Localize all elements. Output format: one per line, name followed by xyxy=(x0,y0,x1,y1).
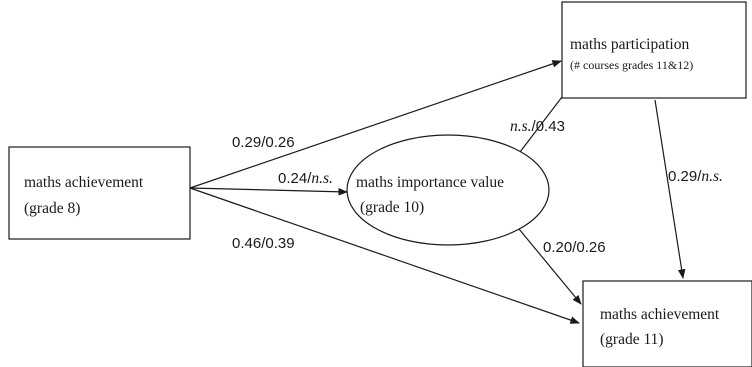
edge-label-importance-to-ach11: 0.20/0.26 xyxy=(543,239,606,256)
node-label-participation: maths participation xyxy=(570,36,689,53)
edge-label-ach8-to-ach11: 0.46/0.39 xyxy=(232,235,295,252)
node-box-achievement-grade8 xyxy=(8,146,191,240)
edge-label-importance-to-participation: n.s./0.43 xyxy=(510,118,565,135)
arrow-participation-to-ach11 xyxy=(654,99,686,279)
node-box-achievement-grade11 xyxy=(582,280,752,367)
node-box-participation xyxy=(561,1,747,99)
arrow-ach8-to-ach11 xyxy=(189,187,580,324)
edge-label-participation-to-ach11: 0.29/n.s. xyxy=(668,168,723,185)
node-sublabel-importance-grade10: (grade 10) xyxy=(360,199,424,216)
arrow-ach8-to-importance xyxy=(189,187,348,196)
arrow-ach8-to-participation xyxy=(189,60,562,189)
node-sublabel-achievement-grade11: (grade 11) xyxy=(600,331,664,348)
node-ellipse-importance-grade10 xyxy=(346,134,550,246)
node-label-achievement-grade8: maths achievement xyxy=(24,174,144,191)
node-label-importance-grade10: maths importance value xyxy=(356,174,504,191)
edge-label-ach8-to-participation: 0.29/0.26 xyxy=(232,134,295,151)
edge-label-ach8-to-importance: 0.24/n.s. xyxy=(278,170,333,187)
node-sublabel-participation: (# courses grades 11&12) xyxy=(570,58,693,72)
node-sublabel-achievement-grade8: (grade 8) xyxy=(24,200,80,217)
node-label-achievement-grade11: maths achievement xyxy=(600,306,720,323)
arrow-importance-to-ach11 xyxy=(518,228,582,305)
